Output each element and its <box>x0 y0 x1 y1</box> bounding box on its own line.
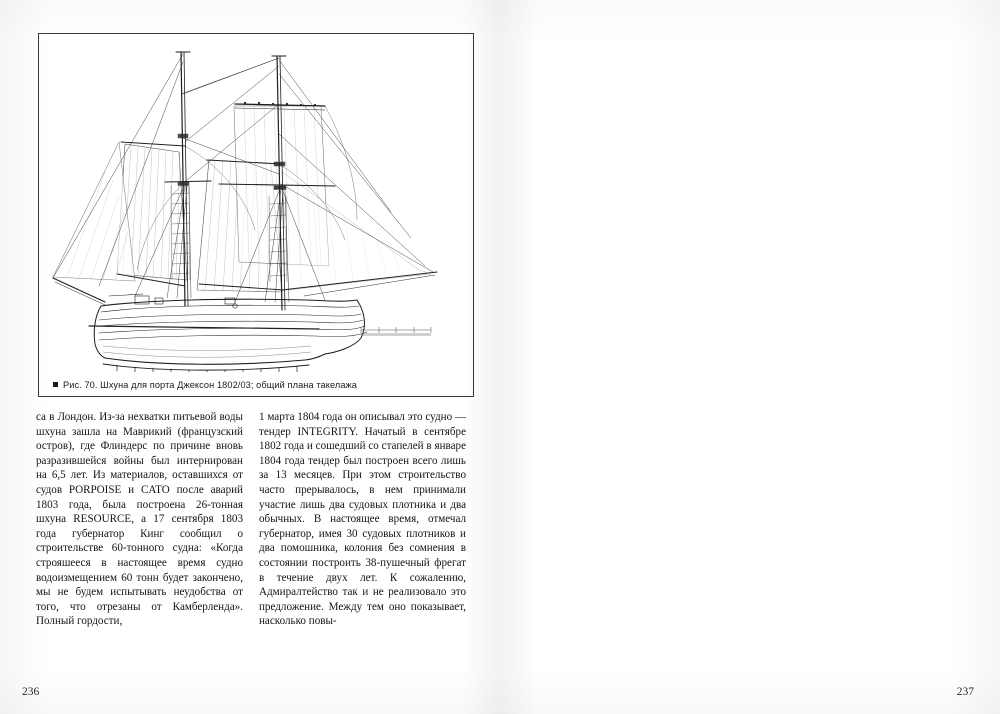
figure-70-scale-bar <box>360 327 432 336</box>
page-number-left: 236 <box>22 686 40 698</box>
figure-70: Рис. 70. Шхуна для порта Джексон 1802/03… <box>38 33 474 397</box>
paragraph: са в Лондон. Из-за нехватки питьевой вод… <box>36 411 243 628</box>
right-page: Рис. 71. Шхуна для порта Джексон 1802/03… <box>500 0 1000 714</box>
figure-70-caption: Рис. 70. Шхуна для порта Джексон 1802/03… <box>39 380 473 390</box>
left-page: Рис. 70. Шхуна для порта Джексон 1802/03… <box>22 33 474 698</box>
page-number-right: 237 <box>956 686 974 698</box>
left-page-column-2: 1 марта 1804 года он описывал это судно … <box>259 410 466 629</box>
left-page-text-columns: са в Лондон. Из-за нехватки питьевой вод… <box>36 410 466 629</box>
figure-70-caption-text: Рис. 70. Шхуна для порта Джексон 1802/03… <box>63 380 357 390</box>
paragraph: 1 марта 1804 года он описывал это судно … <box>259 411 466 628</box>
left-page-column-1: са в Лондон. Из-за нехватки питьевой вод… <box>36 410 243 629</box>
figure-70-drawing <box>39 34 473 372</box>
schooner-rigging-plan-svg <box>52 51 438 372</box>
caption-bullet-icon <box>53 382 58 387</box>
